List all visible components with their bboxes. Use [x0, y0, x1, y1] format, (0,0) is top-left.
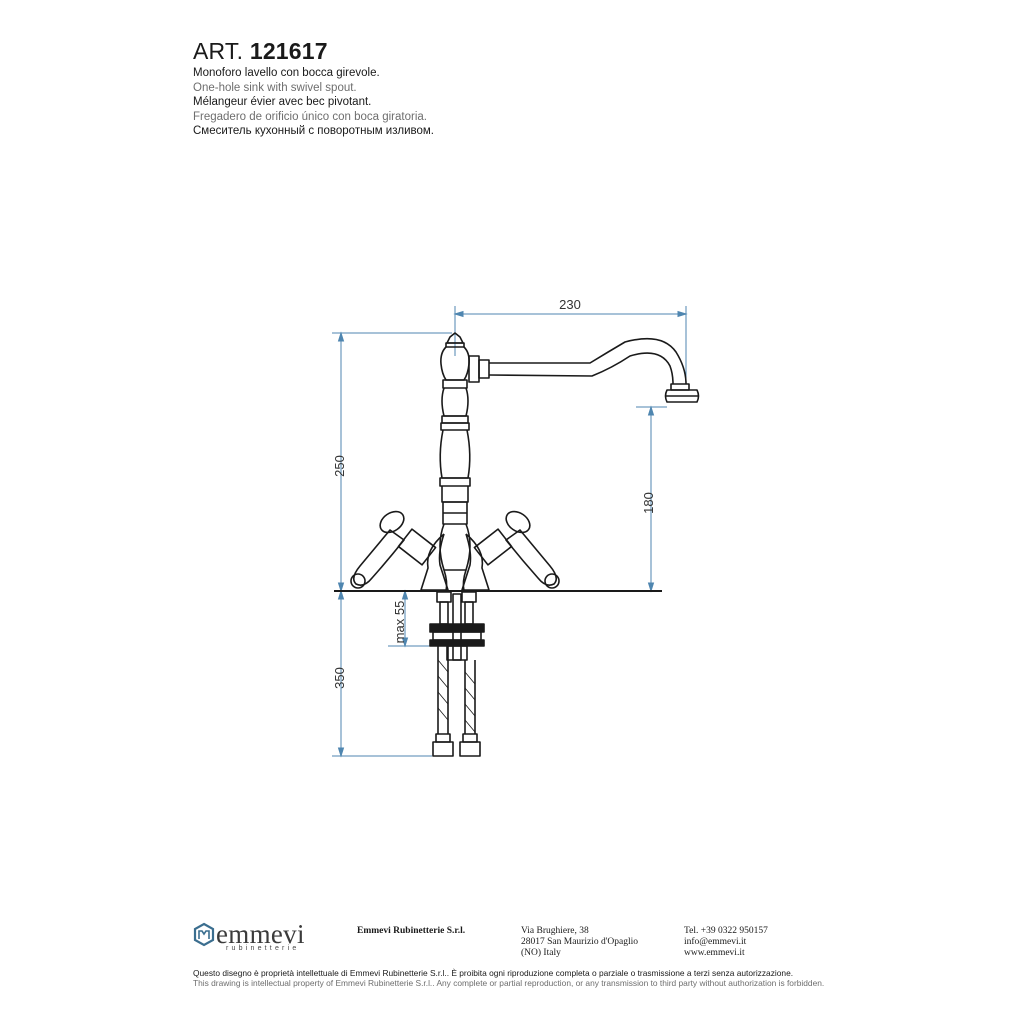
company-contact: Tel. +39 0322 950157 info@emmevi.it www.…	[684, 926, 768, 959]
legal-notice-it: Questo disegno è proprietà intellettuale…	[193, 968, 794, 978]
dim-max55-label: max 55	[392, 601, 407, 644]
logo-m-glyph-icon	[198, 930, 210, 939]
dim-230-label: 230	[559, 297, 581, 312]
logo-subtitle: rubinetterie	[226, 945, 300, 952]
emmevi-logo	[193, 922, 215, 947]
company-address: Via Brughiere, 38 28017 San Maurizio d'O…	[521, 926, 638, 959]
article-number: ART. 121617	[193, 38, 893, 64]
description-en: One-hole sink with swivel spout.	[193, 81, 357, 94]
contact-website[interactable]: www.emmevi.it	[684, 948, 745, 958]
description-fr: Mélangeur évier avec bec pivotant.	[193, 96, 372, 109]
product-header: ART. 121617 Monoforo lavello con bocca g…	[193, 38, 893, 139]
dim-180-label: 180	[641, 492, 656, 514]
company-name: Emmevi Rubinetterie S.r.l.	[357, 926, 466, 936]
address-line: 28017 San Maurizio d'Opaglio	[521, 937, 639, 947]
faucet-outline	[334, 332, 700, 757]
contact-email[interactable]: info@emmevi.it	[684, 937, 747, 947]
legal-notice-en: This drawing is intellectual property of…	[193, 978, 825, 988]
contact-phone: Tel. +39 0322 950157	[684, 926, 768, 936]
legal-notice: Questo disegno è proprietà intellettuale…	[193, 968, 824, 988]
article-prefix: ART.	[193, 38, 244, 64]
address-line: Via Brughiere, 38	[521, 926, 589, 936]
dim-350-label: 350	[332, 667, 347, 689]
dim-250-label: 250	[332, 455, 347, 477]
logo-wordmark: emmevi	[216, 919, 305, 949]
description-es: Fregadero de orificio único con boca gir…	[193, 110, 427, 123]
address-line: (NO) Italy	[521, 948, 561, 958]
dimension-lines	[332, 306, 688, 758]
article-code: 121617	[249, 38, 328, 64]
description-ru: Смеситель кухонный с поворотным изливом.	[193, 125, 434, 138]
description-it: Monoforo lavello con bocca girevole.	[193, 67, 380, 79]
logo-hexagon-icon	[193, 922, 215, 947]
